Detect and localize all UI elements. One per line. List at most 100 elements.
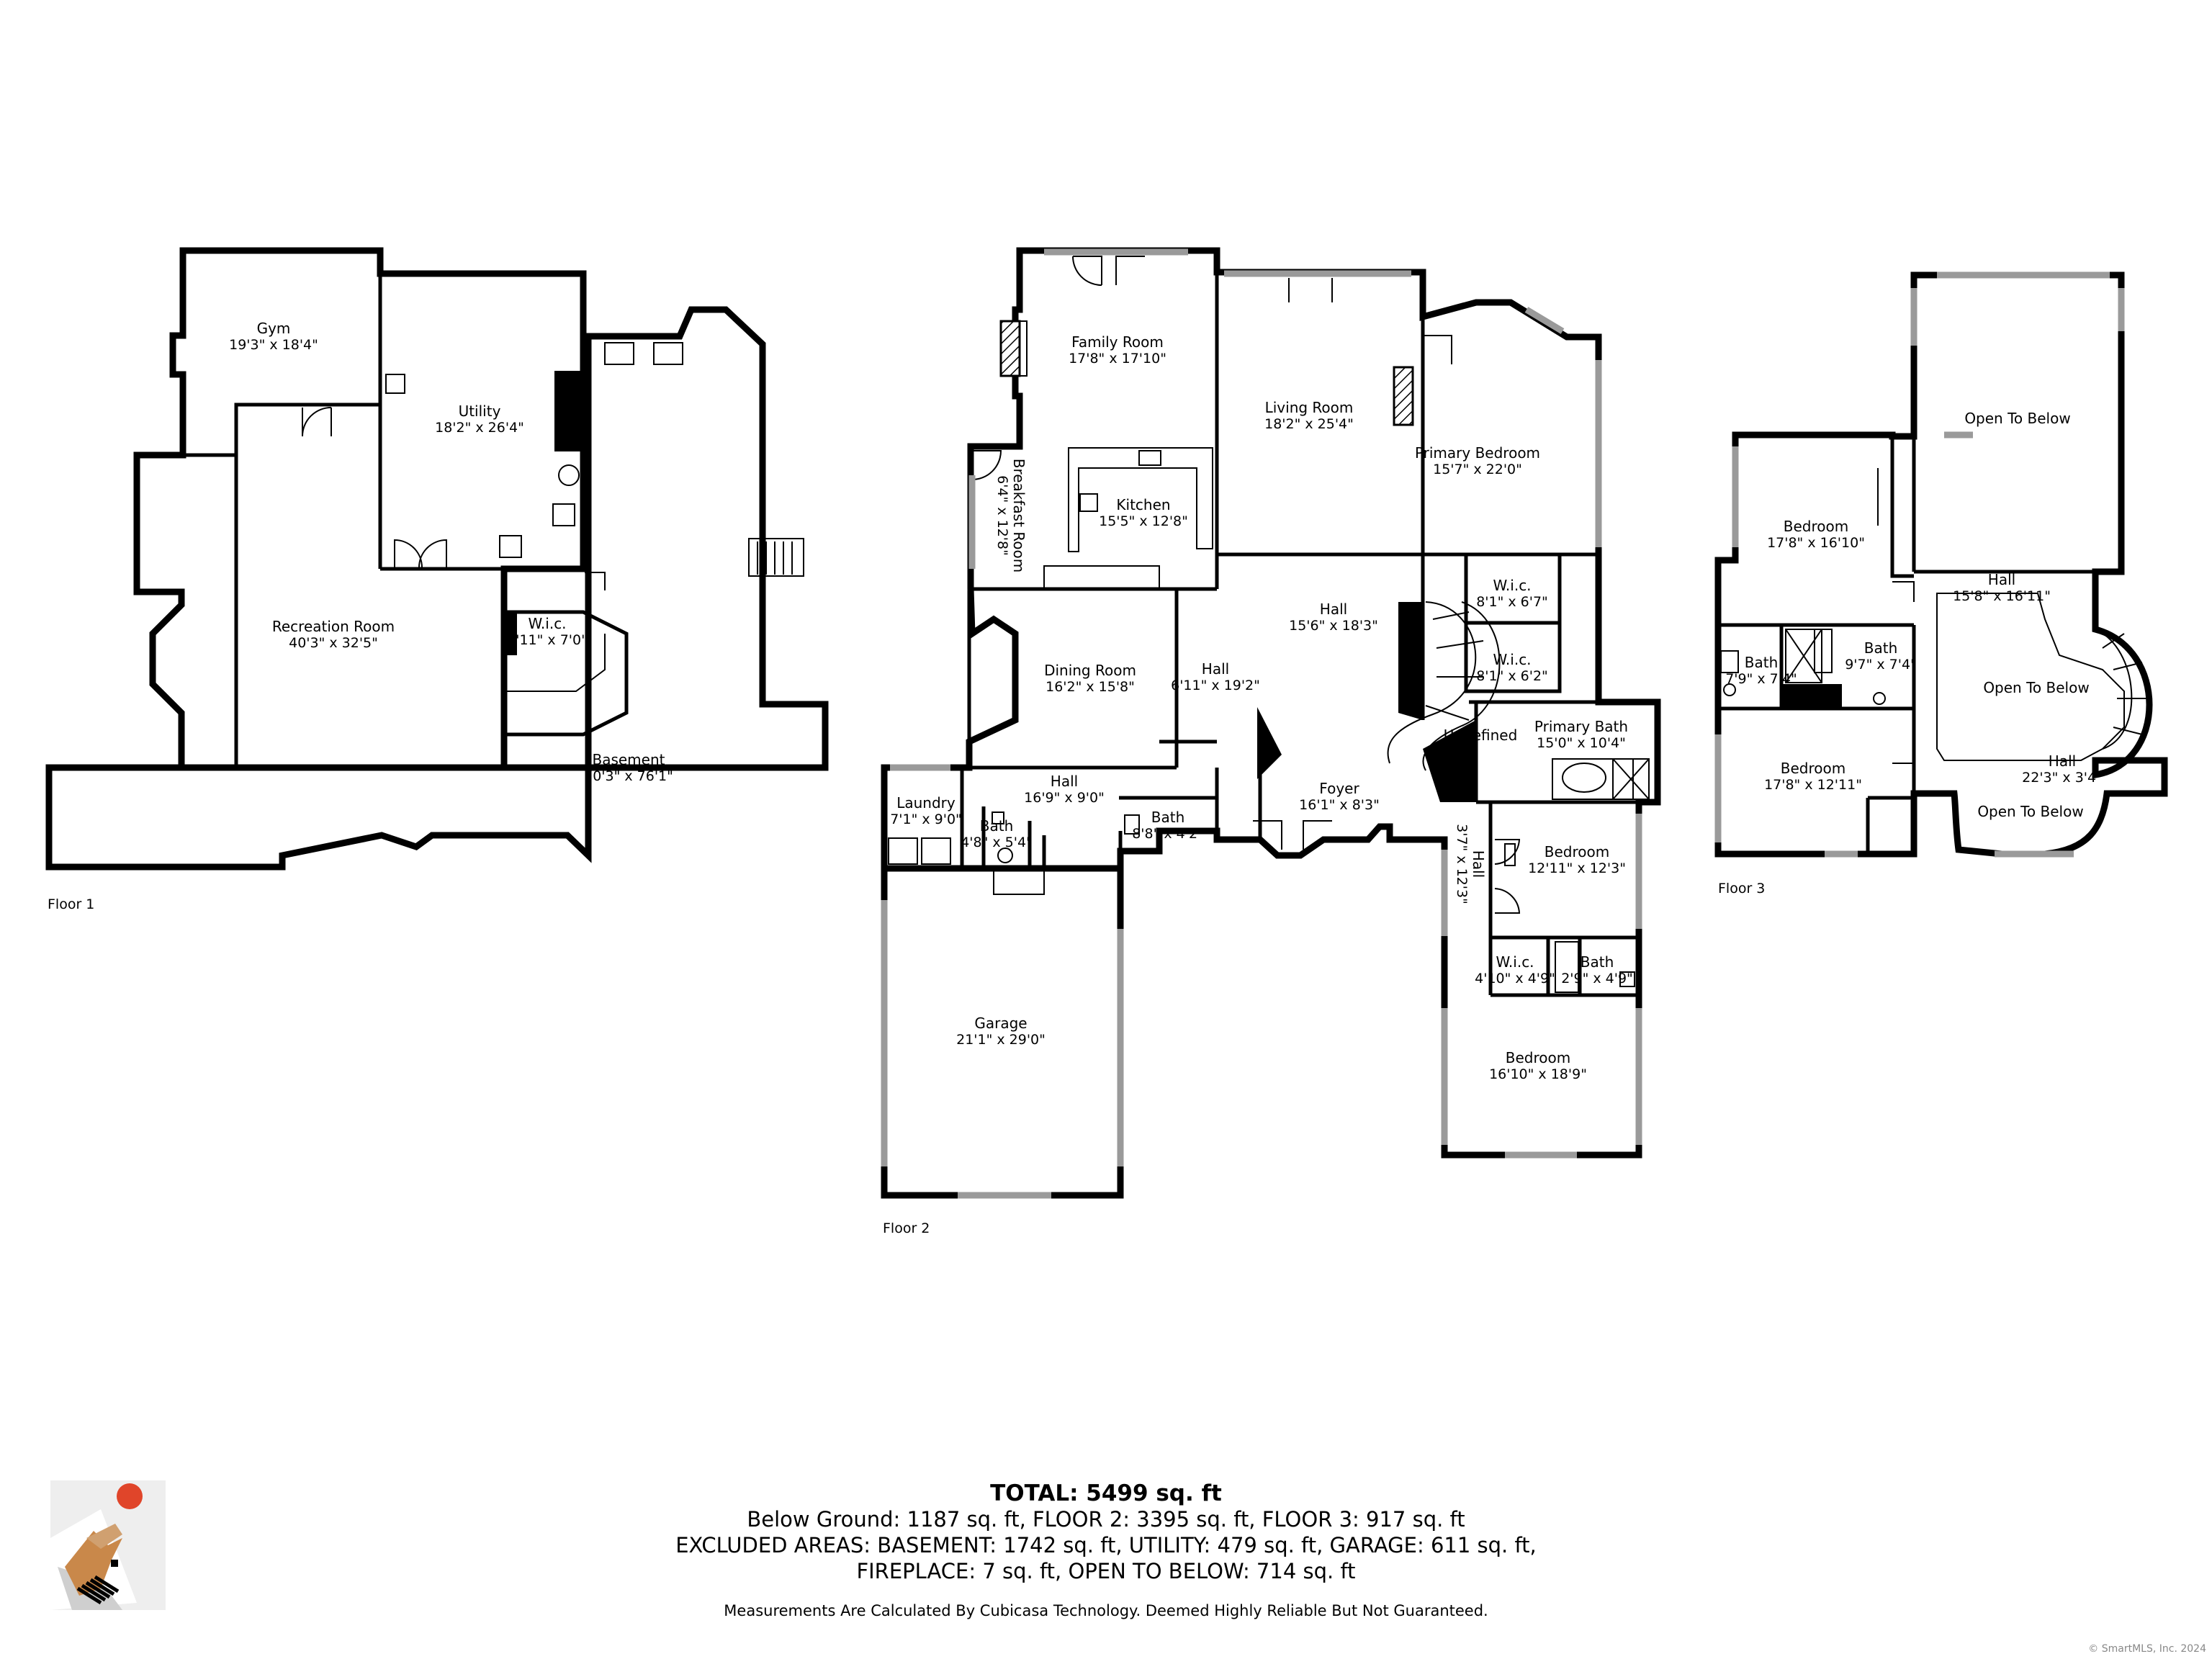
room-name: W.i.c. <box>528 615 566 632</box>
room-name: Laundry <box>896 794 956 811</box>
room-dimensions: 16'10" x 18'9" <box>1489 1066 1587 1082</box>
room-dimensions: 15'5" x 12'8" <box>1099 513 1188 529</box>
room-name: Hall <box>1470 850 1487 878</box>
room-name: Undefined <box>1444 727 1518 744</box>
excluded-areas-line: EXCLUDED AREAS: BASEMENT: 1742 sq. ft, U… <box>675 1533 1537 1557</box>
room-name: Bedroom <box>1784 518 1848 535</box>
room-dimensions: 18'2" x 25'4" <box>1264 416 1354 432</box>
area-breakdown-line: Below Ground: 1187 sq. ft, FLOOR 2: 3395… <box>747 1507 1465 1532</box>
floor-1-walls <box>45 247 829 871</box>
room-name: Bath <box>980 817 1014 835</box>
room-dimensions: 7'9" x 7'4" <box>1725 671 1797 687</box>
room-name: Primary Bath <box>1534 718 1628 735</box>
room-dimensions: 70'3" x 76'1" <box>584 768 673 784</box>
room-dimensions: 12'11" x 12'3" <box>1528 860 1626 876</box>
floor-label: Floor 3 <box>1718 881 1765 896</box>
room-name: Hall <box>1320 601 1347 618</box>
room-name: Basement <box>592 751 665 768</box>
room-dimensions: 2'9" x 4'9" <box>1561 971 1633 986</box>
room-label: W.i.c.8'1" x 6'7" <box>1476 577 1548 610</box>
room-dimensions: 8'1" x 6'7" <box>1476 594 1548 610</box>
room-name: Hall <box>1202 660 1229 678</box>
area-summary: TOTAL: 5499 sq. ft Below Ground: 1187 sq… <box>0 1480 2212 1584</box>
room-name: Bath <box>1581 953 1614 971</box>
room-dimensions: 21'1" x 29'0" <box>956 1032 1046 1048</box>
room-dimensions: 6'4" x 12'8" <box>994 475 1010 556</box>
room-dimensions: 16'1" x 8'3" <box>1299 797 1380 813</box>
room-dimensions: 16'2" x 15'8" <box>1046 679 1135 695</box>
room-dimensions: 8'1" x 6'2" <box>1476 668 1548 684</box>
room-dimensions: 6'11" x 7'0" <box>507 632 588 648</box>
room-name: Primary Bedroom <box>1415 444 1540 462</box>
room-name: Bedroom <box>1545 843 1609 860</box>
floor-3-windows <box>1714 271 2125 858</box>
room-name: Family Room <box>1071 333 1164 351</box>
room-dimensions: 15'7" x 22'0" <box>1433 462 1522 477</box>
room-dimensions: 40'3" x 32'5" <box>289 635 378 651</box>
room-dimensions: 6'11" x 19'2" <box>1171 678 1260 693</box>
room-name: Bedroom <box>1781 760 1845 777</box>
room-dimensions: 16'9" x 9'0" <box>1024 790 1105 806</box>
room-name: Bath <box>1745 654 1779 671</box>
room-dimensions: 15'8" x 16'11" <box>1953 588 2051 604</box>
room-dimensions: 19'3" x 18'4" <box>229 337 318 353</box>
room-dimensions: 22'3" x 3'4" <box>2022 770 2103 786</box>
copyright-notice: © SmartMLS, Inc. 2024 <box>2088 1643 2206 1655</box>
room-name: W.i.c. <box>1496 953 1534 971</box>
room-name: Hall <box>1051 773 1078 790</box>
room-name: Bath <box>1864 639 1898 657</box>
room-dimensions: 15'6" x 18'3" <box>1289 618 1378 634</box>
room-name: Garage <box>974 1015 1027 1032</box>
room-name: W.i.c. <box>1493 577 1531 594</box>
room-name: Open To Below <box>1983 679 2089 696</box>
room-label: W.i.c.6'11" x 7'0" <box>507 615 588 648</box>
room-label: Undefined <box>1444 727 1518 744</box>
floor-label: Floor 2 <box>883 1220 930 1236</box>
room-dimensions: 9'7" x 7'4" <box>1845 657 1917 673</box>
room-name: Living Room <box>1265 399 1354 416</box>
room-name: Dining Room <box>1044 662 1136 679</box>
room-name: Hall <box>1988 571 2015 588</box>
room-label: Open To Below <box>1983 679 2089 696</box>
floor-3-walls <box>1714 271 2168 858</box>
excluded-areas-line: FIREPLACE: 7 sq. ft, OPEN TO BELOW: 714 … <box>856 1559 1356 1583</box>
room-dimensions: 15'0" x 10'4" <box>1537 735 1626 751</box>
room-name: Open To Below <box>1964 410 2070 427</box>
room-name: Bath <box>1151 809 1185 826</box>
room-dimensions: 7'1" x 9'0" <box>890 811 962 827</box>
room-name: W.i.c. <box>1493 651 1531 668</box>
total-area: TOTAL: 5499 sq. ft <box>990 1480 1222 1506</box>
room-name: Bedroom <box>1506 1049 1570 1066</box>
room-name: Gym <box>257 320 291 337</box>
room-dimensions: 17'8" x 12'11" <box>1764 777 1862 793</box>
